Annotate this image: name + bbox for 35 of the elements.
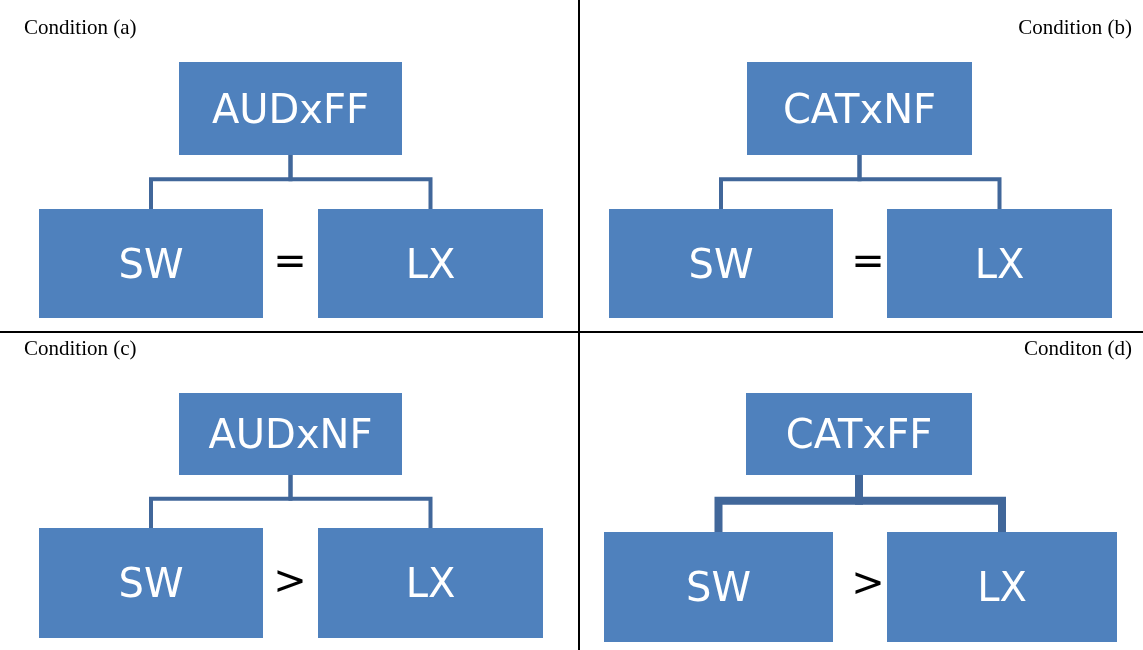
condition-heading: Condition (b) [1018, 17, 1132, 38]
condition-box [746, 393, 972, 475]
box-label: SW [686, 564, 751, 610]
condition-box [747, 62, 972, 155]
box-label: SW [118, 560, 184, 606]
comparison-sign: = [273, 240, 307, 280]
box-label: LX [405, 240, 456, 287]
condition-box [609, 209, 833, 318]
box-label: LX [405, 560, 456, 606]
condition-box [179, 62, 402, 155]
box-label: SW [118, 240, 184, 287]
box-label: AUDxFF [211, 85, 370, 132]
condition-box [887, 209, 1112, 318]
comparison-sign: = [851, 240, 885, 280]
box-label: LX [977, 564, 1027, 610]
condition-box [39, 209, 263, 318]
box-label: LX [974, 240, 1025, 287]
connector-line [288, 475, 433, 528]
comparison-sign: > [273, 560, 307, 600]
condition-box [318, 528, 543, 638]
condition-box [318, 209, 543, 318]
condition-box [604, 532, 833, 642]
box-label: SW [688, 240, 754, 287]
box-label: CATxNF [782, 85, 937, 132]
box-label: AUDxNF [208, 411, 373, 457]
box-label: CATxFF [785, 411, 933, 457]
condition-box [39, 528, 263, 638]
condition-box [179, 393, 402, 475]
condition-heading: Conditon (d) [1024, 338, 1132, 359]
condition-box [887, 532, 1117, 642]
comparison-sign: > [851, 562, 885, 602]
connector-line [857, 155, 1002, 209]
connector-line [288, 155, 433, 209]
condition-heading: Condition (c) [24, 338, 137, 359]
condition-heading: Condition (a) [24, 17, 137, 38]
